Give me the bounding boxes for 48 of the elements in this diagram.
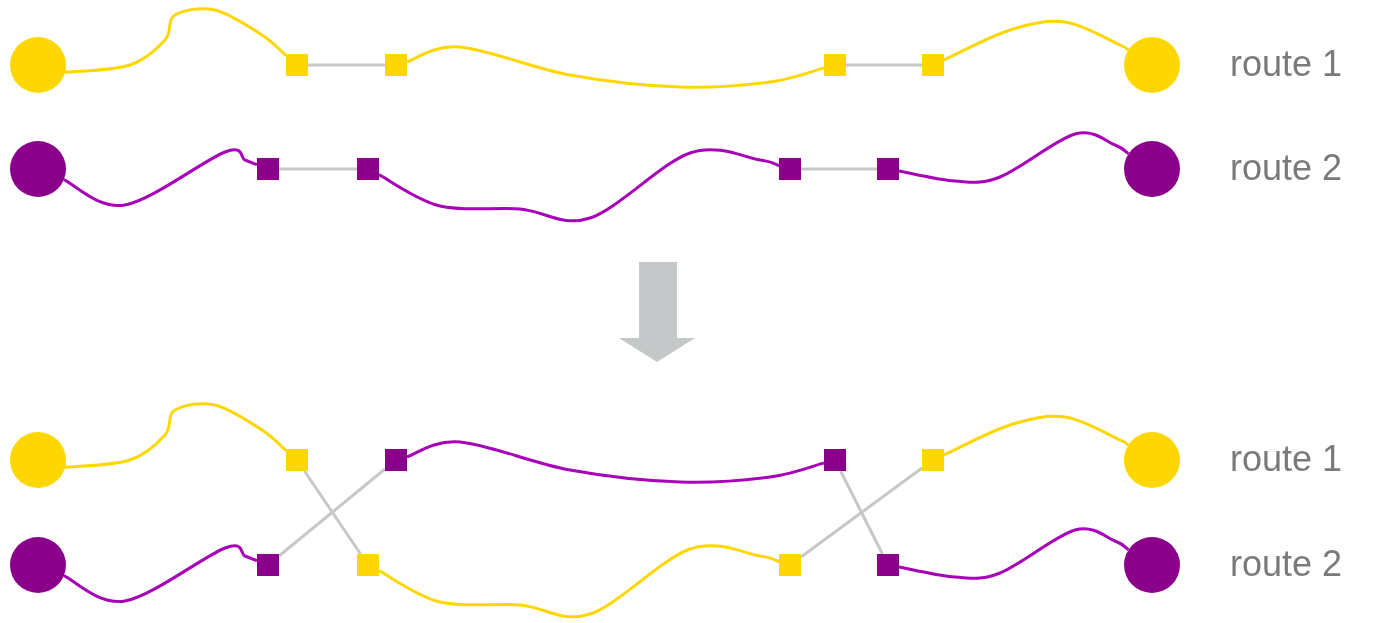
route-line (406, 45, 825, 89)
route-label: route 1 (1230, 439, 1343, 479)
stop-square (286, 449, 308, 471)
stop-circle (1124, 432, 1180, 488)
connector-line (846, 63, 922, 67)
stop-square (385, 449, 407, 471)
stop-square (779, 554, 801, 576)
stop-square (257, 554, 279, 576)
connector-line (839, 470, 884, 555)
connector-line (308, 63, 385, 67)
stop-circle (10, 37, 66, 93)
stop-square (257, 158, 279, 180)
connector-line (278, 467, 386, 558)
route-line (378, 148, 780, 223)
connector-line (801, 167, 877, 171)
stop-circle (1124, 141, 1180, 197)
route-line (63, 148, 258, 207)
connector-line (800, 466, 923, 559)
stop-circle (1124, 537, 1180, 593)
stop-square (286, 54, 308, 76)
stop-square (824, 449, 846, 471)
route-label: route 2 (1230, 148, 1343, 188)
route-line (898, 131, 1130, 184)
route-line (63, 7, 288, 74)
stop-square (779, 158, 801, 180)
route-line (943, 19, 1130, 62)
route-label: route 2 (1230, 544, 1343, 584)
stop-circle (1124, 37, 1180, 93)
route-line (378, 544, 780, 619)
route-line (943, 414, 1130, 457)
connector-line (279, 167, 357, 171)
stop-square (824, 54, 846, 76)
stop-circle (10, 432, 66, 488)
route-line (63, 402, 288, 469)
stop-square (357, 554, 379, 576)
route-label: route 1 (1230, 44, 1343, 84)
stop-square (385, 54, 407, 76)
route-line (63, 544, 258, 603)
route-line (898, 527, 1130, 580)
stop-circle (10, 141, 66, 197)
stop-square (357, 158, 379, 180)
stop-square (922, 54, 944, 76)
connector-line (303, 470, 362, 555)
stop-square (877, 158, 899, 180)
stop-square (877, 554, 899, 576)
stop-square (922, 449, 944, 471)
route-line (406, 440, 825, 484)
stop-circle (10, 537, 66, 593)
